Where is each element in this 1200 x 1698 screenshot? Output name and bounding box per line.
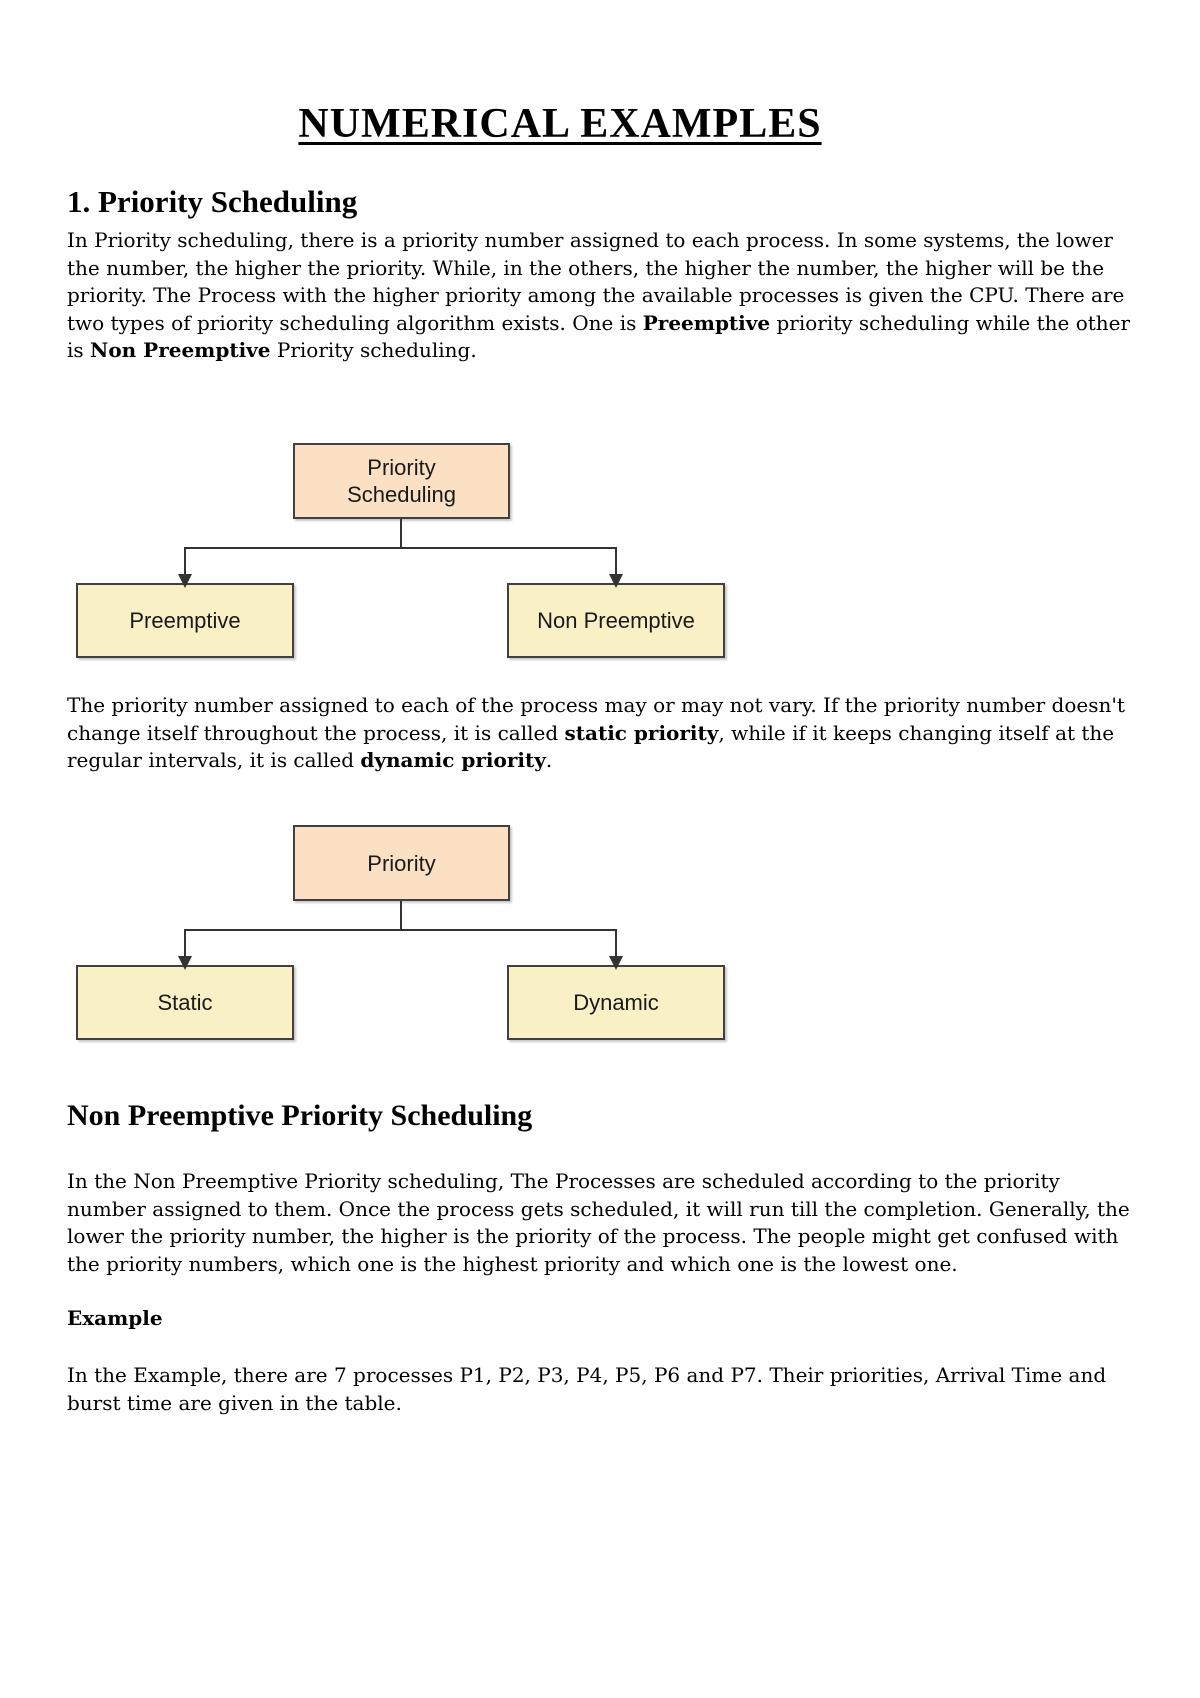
connector-horizontal-line [184, 929, 617, 931]
bold-dynamic-priority: dynamic priority [360, 748, 546, 772]
diagram-node-static: Static [76, 965, 294, 1040]
diagram-node-label: Dynamic [573, 989, 659, 1015]
bold-static-priority: static priority [564, 720, 719, 745]
connector-left-drop-line [184, 929, 186, 957]
arrow-down-icon [178, 574, 192, 588]
paragraph-text: In Priority scheduling, there is a prior… [67, 228, 1125, 335]
example-heading: Example [67, 1306, 163, 1330]
connector-stub-line [400, 901, 402, 930]
diagram-node-preemptive: Preemptive [76, 583, 294, 658]
connector-right-drop-line [615, 547, 617, 575]
heading-priority-scheduling: 1. Priority Scheduling [67, 184, 358, 219]
paragraph-text: The priority number assigned to each of … [67, 693, 1125, 745]
connector-left-drop-line [184, 547, 186, 575]
bold-non-preemptive: Non Preemptive [90, 338, 271, 362]
arrow-down-icon [609, 574, 623, 588]
paragraph-text: priority scheduling while the other is [67, 310, 1131, 363]
paragraph-priority-variance: The priority number assigned to each of … [67, 692, 1133, 775]
paragraph-text: Priority scheduling. [270, 338, 477, 362]
page-title: NUMERICAL EXAMPLES [0, 100, 1120, 148]
arrow-down-icon [609, 956, 623, 970]
diagram-node-non-preemptive: Non Preemptive [507, 583, 725, 658]
connector-right-drop-line [615, 929, 617, 957]
diagram-node-label: Static [157, 989, 213, 1015]
bold-preemptive: Preemptive [642, 310, 771, 335]
paragraph-text: . [545, 748, 553, 772]
diagram-node-label: Preemptive [129, 607, 241, 633]
paragraph-text: , while if it keeps changing itself at t… [67, 720, 1115, 773]
diagram-node-label: Non Preemptive [537, 607, 695, 633]
paragraph-non-preemptive: In the Non Preemptive Priority schedulin… [67, 1169, 1130, 1276]
connector-stub-line [400, 519, 402, 548]
heading-non-preemptive: Non Preemptive Priority Scheduling [67, 1099, 533, 1132]
paragraph-priority-intro: In Priority scheduling, there is a prior… [67, 227, 1133, 365]
diagram-node-label: Priority Scheduling [347, 455, 456, 507]
connector-horizontal-line [184, 547, 617, 549]
priority-scheduling-diagram: Priority Scheduling Preemptive Non Preem… [75, 443, 737, 659]
paragraph-example: In the Example, there are 7 processes P1… [67, 1363, 1107, 1415]
page-title-text: NUMERICAL EXAMPLES [298, 101, 822, 147]
diagram-node-dynamic: Dynamic [507, 965, 725, 1040]
diagram-node-priority-scheduling: Priority Scheduling [293, 443, 510, 519]
diagram-node-priority: Priority [293, 825, 510, 901]
arrow-down-icon [178, 956, 192, 970]
priority-types-diagram: Priority Static Dynamic [75, 825, 737, 1041]
diagram-node-label: Priority [367, 850, 436, 876]
